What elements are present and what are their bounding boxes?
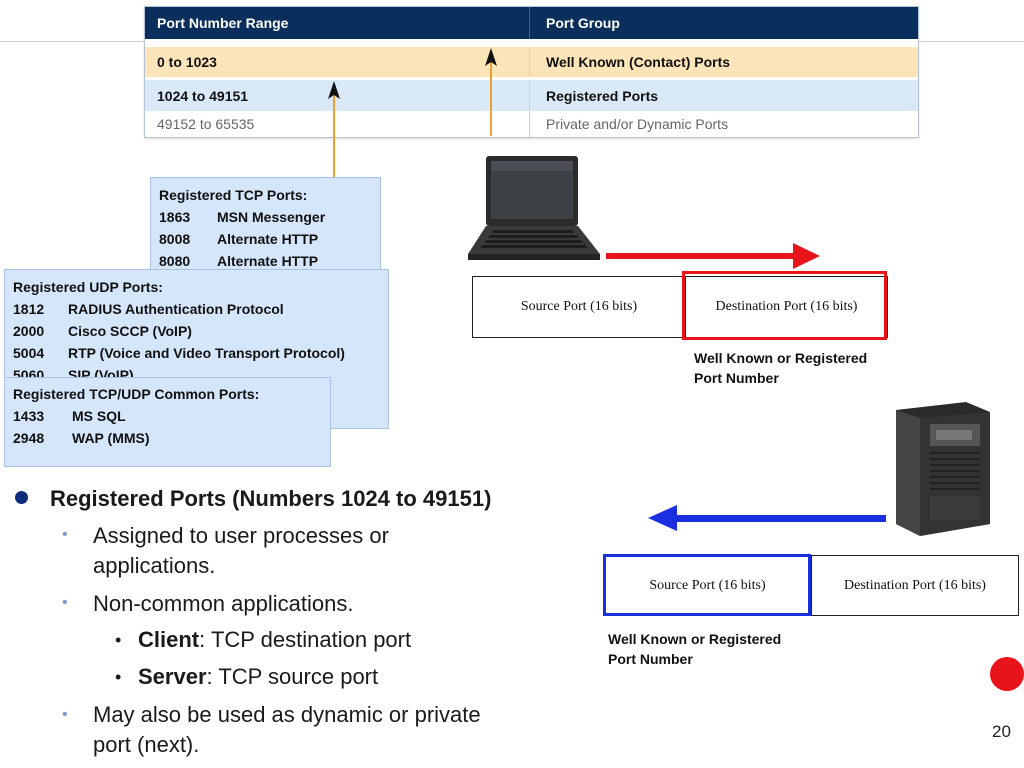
- cell-range: 1024 to 49151: [145, 80, 530, 111]
- port-name: RADIUS Authentication Protocol: [68, 301, 284, 317]
- port-name: MS SQL: [72, 408, 126, 424]
- source-highlight: [603, 554, 811, 616]
- cell-group: Private and/or Dynamic Ports: [546, 116, 729, 132]
- caption-line: Well Known or Registered: [608, 631, 782, 647]
- tcp-box-title: Registered TCP Ports:: [159, 187, 308, 203]
- sub-bullet-assigned: Assigned to user processes or applicatio…: [93, 521, 389, 581]
- main-bullet: Registered Ports (Numbers 1024 to 49151): [50, 486, 492, 511]
- list-item: 8008 Alternate HTTP: [159, 228, 380, 250]
- list-item: 1812 RADIUS Authentication Protocol: [13, 298, 388, 320]
- caption-line: Port Number: [608, 651, 693, 667]
- cell-group: Registered Ports: [546, 87, 659, 104]
- port-number: 2000: [13, 323, 45, 339]
- sub-bullet-icon: •: [62, 526, 68, 543]
- table-row-well-known: 0 to 1023 Well Known (Contact) Ports: [145, 47, 918, 77]
- bullet-line: port (next).: [93, 732, 200, 757]
- port-number: 8008: [159, 231, 191, 247]
- caption-line: Well Known or Registered: [694, 350, 868, 366]
- source-caption: Well Known or Registered Port Number: [608, 629, 781, 669]
- list-item: 5004 RTP (Voice and Video Transport Proto…: [13, 342, 388, 364]
- bullet-line: Assigned to user processes or: [93, 523, 389, 548]
- sub-bullet-non-common: Non-common applications.: [93, 591, 354, 616]
- port-number: 2948: [13, 430, 45, 446]
- destination-highlight: [682, 271, 887, 340]
- client-text: : TCP destination port: [199, 627, 412, 652]
- page-number: 20: [992, 722, 1011, 741]
- destination-port-field: Destination Port (16 bits): [715, 299, 858, 314]
- red-arrow-shaft: [606, 253, 798, 259]
- slide-rule-right: [918, 41, 1024, 42]
- client-bullet: Client: TCP destination port: [138, 625, 411, 655]
- tcp-header-bottom: Source Port (16 bits) Destination Port (…: [603, 555, 1019, 616]
- bullet-line: applications.: [93, 553, 216, 578]
- red-dot-icon: [990, 657, 1024, 691]
- arrowhead-well-known-icon: [485, 48, 497, 66]
- server-label: Server: [138, 664, 207, 689]
- list-item: 1433 MS SQL: [13, 405, 330, 427]
- cell-group: Well Known (Contact) Ports: [546, 54, 731, 70]
- port-name: RTP (Voice and Video Transport Protocol): [68, 345, 345, 361]
- registered-common-ports-box: Registered TCP/UDP Common Ports: 1433 MS …: [4, 377, 331, 467]
- table-row-registered: 1024 to 49151 Registered Ports: [145, 80, 918, 111]
- source-port-field: Source Port (16 bits): [473, 277, 686, 337]
- slide-rule-left: [0, 41, 145, 42]
- source-port-field: Source Port (16 bits): [604, 556, 812, 615]
- server-text: : TCP source port: [206, 664, 379, 689]
- port-number: 8080: [159, 253, 191, 269]
- cell-range: 0 to 1023: [145, 47, 530, 77]
- client-label: Client: [138, 627, 200, 652]
- port-name: MSN Messenger: [217, 209, 326, 225]
- port-name: WAP (MMS): [72, 430, 150, 446]
- port-number: 1812: [13, 301, 45, 317]
- blue-arrow-head-icon: [648, 505, 677, 531]
- port-number: 1863: [159, 209, 191, 225]
- header-port-group: Port Group: [546, 15, 620, 31]
- list-item: 2948 WAP (MMS): [13, 427, 330, 449]
- port-name: Cisco SCCP (VoIP): [68, 323, 192, 339]
- laptop-icon: [468, 156, 600, 260]
- destination-caption: Well Known or Registered Port Number: [694, 348, 867, 388]
- sub-sub-bullet-icon: •: [115, 630, 122, 650]
- tcp-header-top: Source Port (16 bits) Destination Port (…: [472, 276, 888, 338]
- table-header-row: Port Number Range Port Group: [145, 7, 918, 39]
- table-row-dynamic: 49152 to 65535 Private and/or Dynamic Po…: [145, 111, 918, 137]
- list-item: 1863 MSN Messenger: [159, 206, 380, 228]
- sub-bullet-dynamic: May also be used as dynamic or private p…: [93, 700, 481, 760]
- udp-box-title: Registered UDP Ports:: [13, 279, 163, 295]
- arrowhead-registered-icon: [328, 81, 340, 99]
- sub-bullet-icon: •: [62, 594, 68, 611]
- port-name: Alternate HTTP: [217, 231, 319, 247]
- sub-bullet-icon: •: [62, 706, 68, 723]
- red-arrow-head-icon: [793, 243, 820, 269]
- list-item: 2000 Cisco SCCP (VoIP): [13, 320, 388, 342]
- port-range-table: Port Number Range Port Group 0 to 1023 W…: [144, 6, 919, 138]
- bullet-dot-icon: [15, 491, 28, 504]
- server-bullet: Server: TCP source port: [138, 662, 378, 692]
- server-icon: [896, 402, 990, 536]
- port-name: Alternate HTTP: [217, 253, 319, 269]
- header-port-number-range: Port Number Range: [145, 7, 530, 39]
- bullet-line: May also be used as dynamic or private: [93, 702, 481, 727]
- port-number: 1433: [13, 408, 45, 424]
- blue-arrow-shaft: [672, 515, 886, 522]
- common-box-title: Registered TCP/UDP Common Ports:: [13, 386, 260, 402]
- port-number: 5004: [13, 345, 45, 361]
- cell-range: 49152 to 65535: [145, 111, 530, 137]
- list-item: 8080 Alternate HTTP: [159, 250, 380, 272]
- destination-port-field: Destination Port (16 bits): [844, 577, 986, 593]
- sub-sub-bullet-icon: •: [115, 667, 122, 687]
- caption-line: Port Number: [694, 370, 779, 386]
